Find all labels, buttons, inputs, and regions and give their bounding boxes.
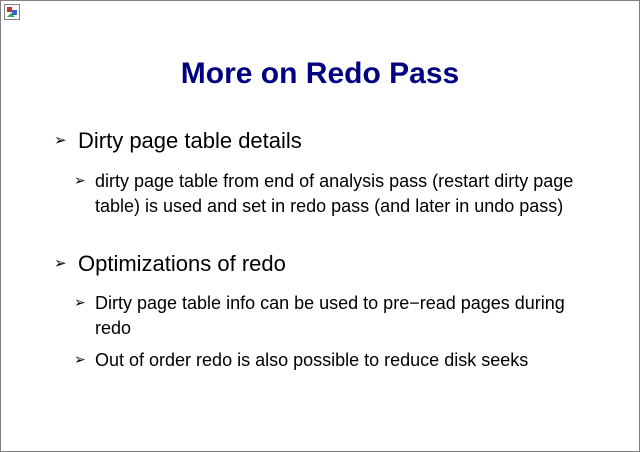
bullet-dirty-page-table-details: ➢ Dirty page table details: [54, 128, 618, 154]
bullet-text: Optimizations of redo: [78, 251, 286, 276]
arrow-bullet-icon: ➢: [74, 351, 86, 367]
arrow-bullet-icon: ➢: [54, 255, 67, 272]
bullet-text: Dirty page table details: [78, 128, 302, 153]
sub-bullet-dirty-page-table-reuse: ➢ dirty page table from end of analysis …: [74, 169, 595, 218]
bullet-optimizations-of-redo: ➢ Optimizations of redo: [54, 251, 618, 277]
sub-bullet-text: Dirty page table info can be used to pre…: [95, 293, 565, 338]
arrow-bullet-icon: ➢: [54, 132, 67, 149]
arrow-bullet-icon: ➢: [74, 294, 86, 310]
arrow-bullet-icon: ➢: [74, 172, 86, 188]
broken-image-icon: [4, 4, 20, 20]
sub-bullet-pre-read-pages: ➢ Dirty page table info can be used to p…: [74, 291, 605, 340]
sub-bullet-text: dirty page table from end of analysis pa…: [95, 171, 574, 216]
sub-bullet-out-of-order-redo: ➢ Out of order redo is also possible to …: [74, 348, 565, 373]
sub-bullet-text: Out of order redo is also possible to re…: [95, 350, 529, 370]
slide-title: More on Redo Pass: [180, 57, 460, 90]
